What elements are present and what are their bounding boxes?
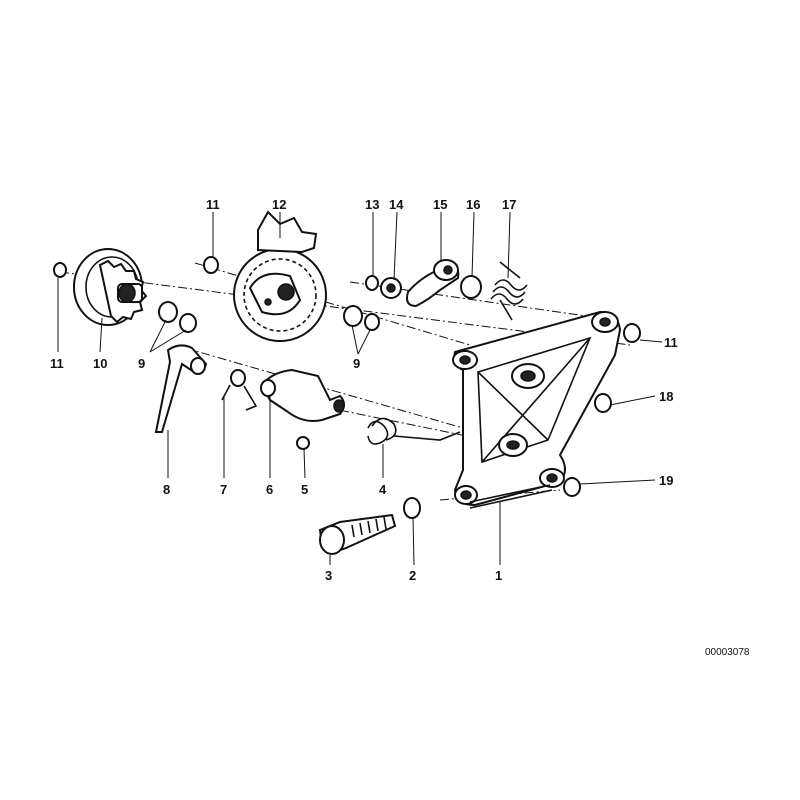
reference-code: 00003078: [705, 647, 750, 658]
callout-16: 16: [466, 197, 480, 212]
callout-19: 19: [659, 473, 673, 488]
callout-8: 8: [163, 482, 170, 497]
part-3-bolt: [318, 513, 397, 555]
part-1-bracket-housing: [452, 310, 622, 509]
part-6-shaft-cam: [260, 368, 345, 422]
part-7-clip-spring: [221, 369, 258, 411]
callout-5: 5: [301, 482, 308, 497]
callout-9-left: 9: [138, 356, 145, 371]
part-17-spring: [490, 261, 528, 321]
part-12-sprocket-plate: [233, 210, 327, 342]
callout-11-left: 11: [50, 356, 64, 371]
callout-6: 6: [266, 482, 273, 497]
callout-10: 10: [93, 356, 107, 371]
callout-17: 17: [502, 197, 516, 212]
callout-11-right: 11: [664, 335, 678, 350]
part-15-lever: [406, 259, 460, 308]
callout-3: 3: [325, 568, 332, 583]
part-4-torsion-spring: [367, 417, 461, 445]
part-10-pulley-gear: [73, 248, 148, 326]
callout-18: 18: [659, 389, 673, 404]
callout-9-right: 9: [353, 356, 360, 371]
callout-11-top: 11: [206, 197, 220, 212]
part-8-kick-lever: [154, 344, 208, 433]
leader-lines: [57, 211, 663, 566]
callout-2: 2: [409, 568, 416, 583]
callout-12: 12: [272, 197, 286, 212]
washers-and-circlips: [53, 256, 641, 519]
callout-1: 1: [495, 568, 502, 583]
callout-14: 14: [389, 197, 404, 212]
callout-labels: 11 12 13 14 15 16 17 11 10 9 9 11 18 8 7…: [50, 197, 678, 583]
callout-7: 7: [220, 482, 227, 497]
callout-13: 13: [365, 197, 379, 212]
callout-4: 4: [379, 482, 387, 497]
callout-15: 15: [433, 197, 447, 212]
